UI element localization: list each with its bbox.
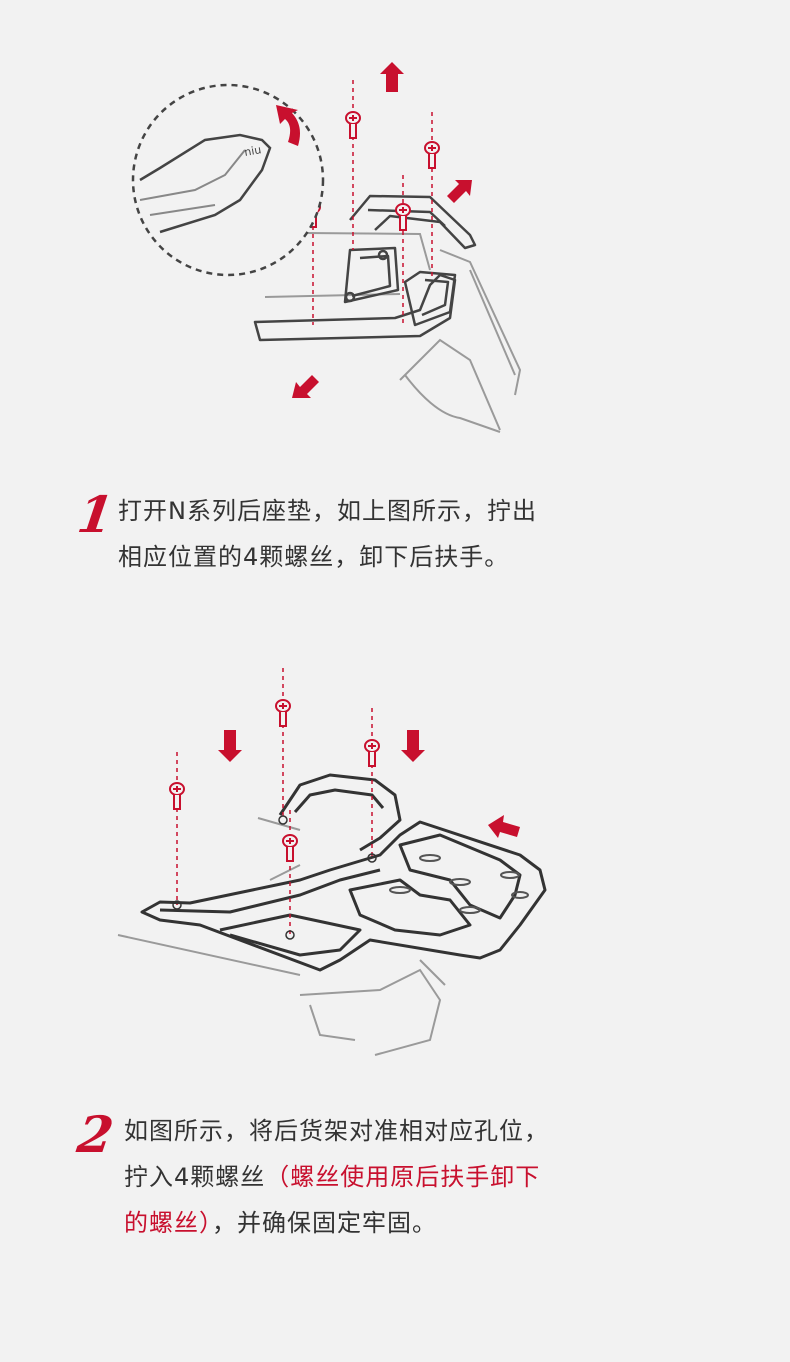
- screw-icon: [169, 699, 380, 862]
- step-number: 1: [73, 485, 118, 544]
- arrow-curved-icon: [276, 105, 300, 146]
- step-1-line-2: 相应位置的4颗螺丝，卸下后扶手。: [118, 543, 510, 571]
- arrow-diagonal-icon: [292, 375, 319, 398]
- arrow-diagonal-icon: [447, 180, 472, 203]
- arrow-down-icon: [401, 730, 425, 762]
- scooter-frame-lines: [117, 817, 446, 1056]
- rear-rack: [140, 773, 547, 972]
- step-2-line-3-note: 的螺丝）: [124, 1209, 212, 1237]
- step-1: 1 打开N系列后座垫，如上图所示，拧出 相应位置的4颗螺丝，卸下后扶手。: [74, 485, 537, 580]
- arrow-down-icon: [218, 730, 242, 762]
- arrow-up-icon: [380, 62, 404, 92]
- step-2-line-3-normal: ，并确保固定牢固。: [212, 1209, 437, 1237]
- step-1-line-1: 打开N系列后座垫，如上图所示，拧出: [118, 497, 537, 525]
- step-2-line-3: 的螺丝），并确保固定牢固。: [124, 1200, 549, 1246]
- inset-logo-text: niu: [243, 143, 262, 159]
- screw-guide-lines: [312, 80, 433, 325]
- illustration-install-rack: [117, 668, 547, 1056]
- scooter-frame-lines: [264, 232, 522, 433]
- step-2-text: 如图所示，将后货架对准相对应孔位， 拧入4颗螺丝（螺丝使用原后扶手卸下 的螺丝）…: [124, 1108, 549, 1246]
- step-1-text: 打开N系列后座垫，如上图所示，拧出 相应位置的4颗螺丝，卸下后扶手。: [118, 488, 537, 580]
- rack-slots: [389, 854, 529, 914]
- step-2-line-2-normal: 拧入4颗螺丝: [124, 1163, 266, 1191]
- arrow-diagonal-icon: [488, 815, 520, 838]
- step-2-line-2: 拧入4颗螺丝（螺丝使用原后扶手卸下: [124, 1154, 549, 1200]
- step-2: 2 如图所示，将后货架对准相对应孔位， 拧入4颗螺丝（螺丝使用原后扶手卸下 的螺…: [74, 1105, 549, 1246]
- step-number: 2: [73, 1105, 118, 1164]
- mounting-holes: [172, 815, 377, 940]
- screw-guide-lines: [176, 668, 373, 935]
- step-2-line-2-note: （螺丝使用原后扶手卸下: [265, 1163, 541, 1191]
- magnified-inset-circle: niu: [131, 83, 325, 277]
- step-2-line-1: 如图所示，将后货架对准相对应孔位，: [124, 1117, 549, 1145]
- illustration-remove-handrail: niu: [131, 62, 522, 433]
